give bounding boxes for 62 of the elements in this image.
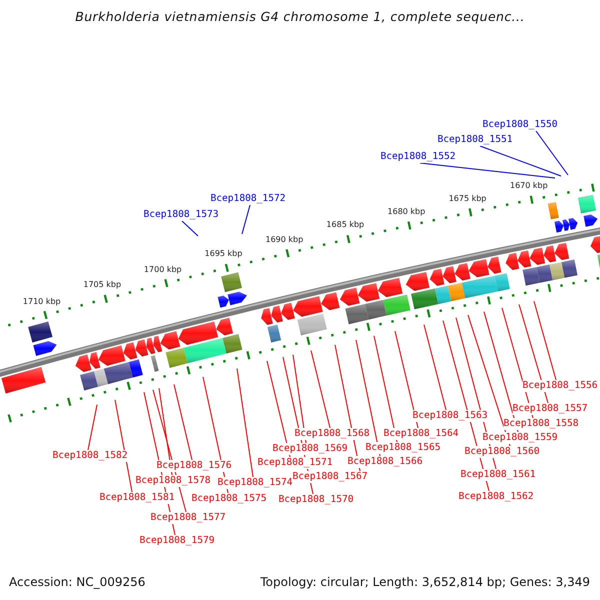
leader-line <box>420 162 556 178</box>
leader-line <box>174 384 192 460</box>
accession-text: Accession: NC_009256 <box>9 575 146 589</box>
gene-label: Bcep1808_1576 <box>156 460 232 472</box>
leader-line <box>182 220 198 236</box>
leader-line <box>468 314 510 446</box>
scale-label: 1675 kbp <box>448 194 486 204</box>
gene-label: Bcep1808_1565 <box>365 442 441 454</box>
scale-label: 1710 kbp <box>22 296 61 306</box>
gene-label: Bcep1808_1560 <box>464 446 540 458</box>
leader-line <box>424 324 446 410</box>
gene-label: Bcep1808_1564 <box>383 428 459 440</box>
gene-label: Bcep1808_1577 <box>150 512 226 524</box>
gene-label: Bcep1808_1568 <box>294 428 370 440</box>
gene-label: Bcep1808_1567 <box>292 471 368 483</box>
gene-label: Bcep1808_1566 <box>347 456 423 468</box>
gene-label: Bcep1808_1579 <box>139 535 215 547</box>
gene-label: Bcep1808_1551 <box>437 134 513 146</box>
scale-label: 1700 kbp <box>144 264 182 275</box>
gene-label: Bcep1808_1563 <box>412 410 488 422</box>
leader-line <box>310 350 330 428</box>
gene-label: Bcep1808_1557 <box>512 403 588 415</box>
gene-label: Bcep1808_1571 <box>257 457 333 469</box>
leader-line <box>480 146 562 176</box>
leader-line <box>266 360 290 458</box>
leader-line <box>88 404 98 450</box>
leader-line <box>518 304 548 404</box>
leader-line <box>356 339 380 456</box>
leader-line <box>236 368 254 478</box>
scale-label: 1680 kbp <box>388 206 426 217</box>
gene-label: Bcep1808_1572 <box>210 193 286 205</box>
gene-label: Bcep1808_1550 <box>482 119 558 131</box>
gene-label: Bcep1808_1562 <box>458 491 534 503</box>
gene-label: Bcep1808_1561 <box>460 469 536 481</box>
gene-label: Bcep1808_1581 <box>99 492 175 504</box>
leader-line <box>114 399 132 492</box>
gene-label: Bcep1808_1582 <box>52 450 128 462</box>
genome-stats-text: Topology: circular; Length: 3,652,814 bp; Genes: 3,349 <box>260 575 590 589</box>
gene-label: Bcep1808_1558 <box>503 418 579 430</box>
gene-label: Bcep1808_1570 <box>278 494 354 506</box>
scale-label: 1695 kbp <box>204 249 242 260</box>
leader-line <box>394 330 418 428</box>
title: Burkholderia vietnamiensis G4 chromosome 1, complete sequenc... <box>74 9 526 24</box>
leader-line <box>292 354 306 444</box>
leader-line <box>158 388 172 476</box>
scale-label: 1690 kbp <box>265 234 304 245</box>
gene-label: Bcep1808_1578 <box>135 475 211 487</box>
gene-label: Bcep1808_1573 <box>143 209 219 221</box>
leader-line <box>536 130 568 176</box>
gene-label: Bcep1808_1552 <box>380 151 456 163</box>
gene-label: Bcep1808_1575 <box>191 493 267 505</box>
leader-line <box>534 300 556 380</box>
leader-line <box>484 311 518 432</box>
leader-line <box>242 204 250 234</box>
leader-line <box>374 335 398 442</box>
gene-label: Bcep1808_1559 <box>482 432 558 444</box>
scale-label: 1685 kbp <box>326 220 364 230</box>
scale-label: 1670 kbp <box>510 181 548 192</box>
gene-label: Bcep1808_1574 <box>217 477 293 489</box>
scale-label: 1705 kbp <box>83 280 122 290</box>
gene-label: Bcep1808_1556 <box>522 380 598 392</box>
gene-label: Bcep1808_1569 <box>272 443 348 455</box>
